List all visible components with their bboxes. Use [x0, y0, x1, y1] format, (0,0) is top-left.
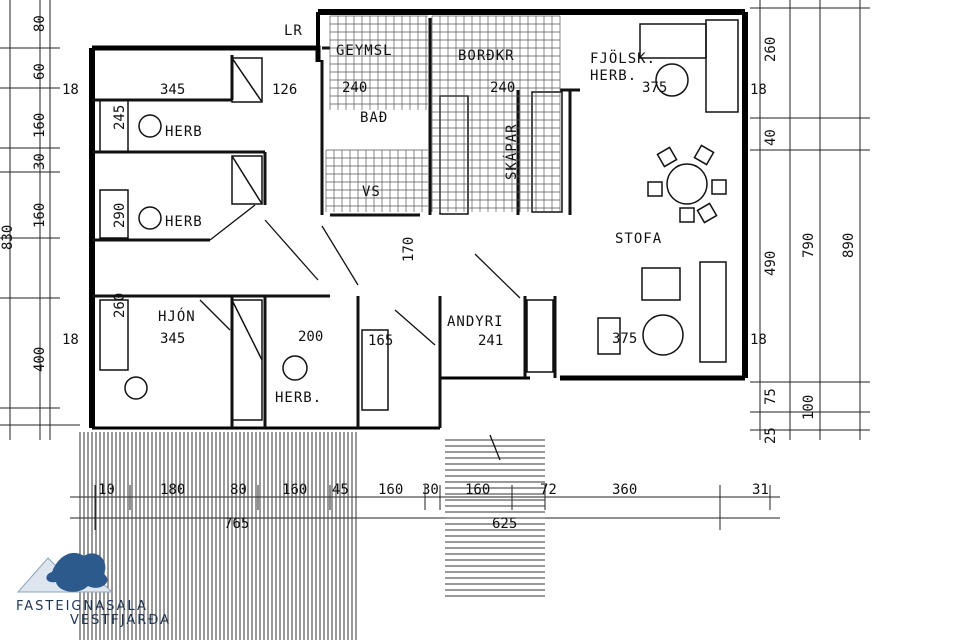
right-dim-7: 25 — [763, 427, 779, 444]
dim-herb1-depth: 245 — [112, 105, 128, 130]
right-dim-3: 790 — [801, 233, 817, 258]
right-dim-6: 100 — [801, 395, 817, 420]
left-dim-4: 160 — [32, 203, 48, 228]
label-geymsla: GEYMSL — [336, 43, 393, 59]
left-dim-1: 60 — [32, 63, 48, 80]
mountain-logo-icon — [16, 552, 114, 593]
bed-lamp-1 — [138, 114, 162, 138]
dim-lr-width: 126 — [272, 82, 297, 98]
room-labels: LR GEYMSL BORÐKR FJÖLSK. HERB. BAÐ VS SK… — [158, 23, 662, 406]
left-dim-6: 400 — [32, 347, 48, 372]
dim-hall-width: 165 — [368, 333, 393, 349]
dim-wall-right-bottom: 18 — [750, 332, 767, 348]
bed-lamp-2 — [138, 206, 162, 230]
bottom-dimension-labels: 10 180 80 160 45 160 30 160 72 360 31 76… — [98, 482, 769, 532]
bottom-dim-2: 80 — [230, 482, 247, 498]
bottom-dim-5: 160 — [378, 482, 403, 498]
dim-herb1-width: 345 — [160, 82, 185, 98]
bottom-dim-0: 10 — [98, 482, 115, 498]
label-herb-3: HERB. — [275, 390, 322, 406]
label-herb-2: HERB — [165, 214, 203, 230]
dim-wall-left-top: 18 — [62, 82, 79, 98]
label-bad: BAÐ — [360, 110, 388, 126]
door-swings — [199, 204, 521, 461]
bottom-dim-8: 72 — [540, 482, 557, 498]
agency-logo: FASTEIGNASALA VESTFJARÐA — [16, 552, 171, 628]
bed-lamp-3 — [124, 376, 148, 400]
right-dim-0: 260 — [763, 37, 779, 62]
wardrobes — [99, 19, 739, 421]
label-bordkrokur: BORÐKR — [458, 48, 515, 64]
left-dimension-labels: 80 60 160 30 160 830 400 — [0, 15, 48, 372]
bed-lamp-4 — [282, 355, 308, 381]
dim-herb2-depth: 290 — [112, 203, 128, 228]
dim-wall-left-bottom: 18 — [62, 332, 79, 348]
room-dimension-labels: 345 126 240 240 375 345 200 165 241 375 … — [62, 80, 767, 349]
left-dimension-lines — [0, 0, 80, 440]
dim-hall-length: 170 — [401, 237, 417, 262]
bottom-dim-4: 45 — [332, 482, 349, 498]
right-dim-5: 75 — [763, 388, 779, 405]
bottom-dim-9: 360 — [612, 482, 637, 498]
label-lr: LR — [284, 23, 303, 39]
left-dim-2: 160 — [32, 113, 48, 138]
logo-line-2: VESTFJARÐA — [70, 613, 171, 628]
fjolsk-table — [655, 63, 689, 97]
left-dim-3: 30 — [32, 153, 48, 170]
dim-hjon-depth: 260 — [112, 293, 128, 318]
dim-stofa-width: 375 — [612, 331, 637, 347]
label-andyri: ANDYRI — [447, 314, 504, 330]
dim-herb3-width: 200 — [298, 329, 323, 345]
dining-table — [666, 163, 708, 205]
terrace-hatching — [79, 432, 545, 640]
right-dim-1: 40 — [763, 129, 779, 146]
bottom-dim-10: 31 — [752, 482, 769, 498]
dim-wall-right-top: 18 — [750, 82, 767, 98]
bottom-dim-7: 160 — [465, 482, 490, 498]
label-stofa: STOFA — [615, 231, 662, 247]
left-dim-0: 80 — [32, 15, 48, 32]
furniture — [124, 63, 727, 400]
label-vs: VS — [362, 184, 381, 200]
right-dim-4: 890 — [841, 233, 857, 258]
logo-line-1: FASTEIGNASALA — [16, 599, 148, 614]
dim-hjon-width: 345 — [160, 331, 185, 347]
interior-walls — [92, 18, 580, 428]
dim-andyri-width: 241 — [478, 333, 503, 349]
bottom-dim-1: 180 — [160, 482, 185, 498]
right-dimension-labels: 260 40 490 790 890 75 100 25 — [763, 37, 857, 444]
dim-fjolsk-width: 375 — [642, 80, 667, 96]
right-dim-2: 490 — [763, 251, 779, 276]
right-dimension-lines — [750, 0, 870, 440]
dim-geymsla-width: 240 — [342, 80, 367, 96]
label-fjolsk-1: FJÖLSK. — [590, 49, 656, 67]
bottom-total-left: 765 — [224, 516, 249, 532]
label-herb-1: HERB — [165, 124, 203, 140]
bottom-total-right: 625 — [492, 516, 517, 532]
coffee-table — [642, 314, 684, 356]
label-hjon: HJÓN — [158, 307, 196, 325]
tiled-floor — [325, 15, 561, 212]
label-fjolsk-2: HERB. — [590, 68, 637, 84]
bottom-dim-6: 30 — [422, 482, 439, 498]
bottom-dim-3: 160 — [282, 482, 307, 498]
label-skapar: SKÁPAR — [503, 123, 520, 180]
left-dim-5: 830 — [0, 225, 16, 250]
dim-bordkrokur-width: 240 — [490, 80, 515, 96]
